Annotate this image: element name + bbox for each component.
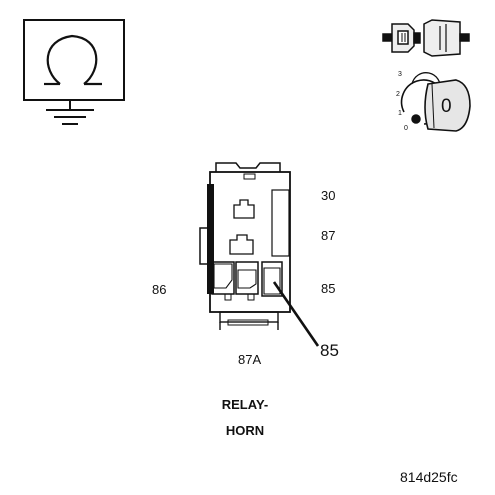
relay-title-line1: RELAY- [221, 397, 269, 412]
ignition-position-3: 3 [398, 71, 402, 78]
figure-code: 814d25fc [400, 469, 458, 485]
terminal-label-87a: 87A [238, 352, 262, 367]
ignition-position-2: 2 [396, 91, 400, 98]
connector-plug-icon [382, 19, 470, 57]
callout-85-label: 85 [320, 341, 339, 360]
ignition-key-label: 0 [441, 96, 452, 117]
ohm-ground-symbol-icon [23, 19, 125, 125]
terminal-85-cavity [263, 267, 281, 295]
terminal-87a-cavity [237, 269, 257, 289]
ignition-position-0: 0 [404, 125, 408, 132]
ignition-key-icon [400, 72, 471, 132]
callout-85-leader [272, 281, 320, 347]
terminal-label-86: 86 [152, 282, 167, 297]
ignition-position-1: 1 [398, 110, 402, 117]
terminal-86-cavity [213, 263, 233, 289]
terminal-87-blade [229, 234, 254, 255]
terminal-30-blade [233, 199, 255, 219]
relay-title-line2: HORN [225, 423, 265, 438]
terminal-label-85: 85 [321, 281, 336, 296]
terminal-label-87: 87 [321, 228, 336, 243]
relay-body [199, 162, 291, 330]
terminal-label-30: 30 [321, 188, 336, 203]
